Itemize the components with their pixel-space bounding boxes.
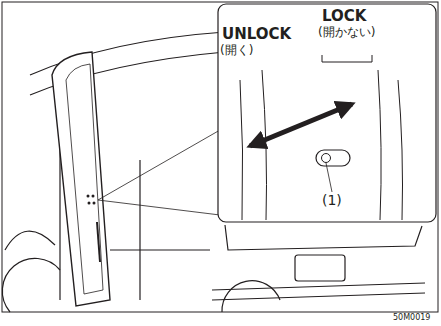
unlock-note: (開く): [220, 44, 253, 57]
inset-box: [218, 4, 436, 222]
callout-number: (1): [322, 193, 342, 208]
open-door: [52, 52, 110, 306]
figure-code: 50M0019: [393, 314, 430, 323]
lock-label: LOCK: [322, 8, 366, 25]
frame: [2, 2, 438, 312]
leader-line: [98, 130, 220, 215]
lock-knob: [316, 150, 350, 192]
unlock-label: UNLOCK: [222, 26, 291, 43]
lock-note: (開かない): [318, 26, 375, 39]
door-edge: [240, 55, 403, 220]
lock-arrow: [250, 104, 352, 146]
